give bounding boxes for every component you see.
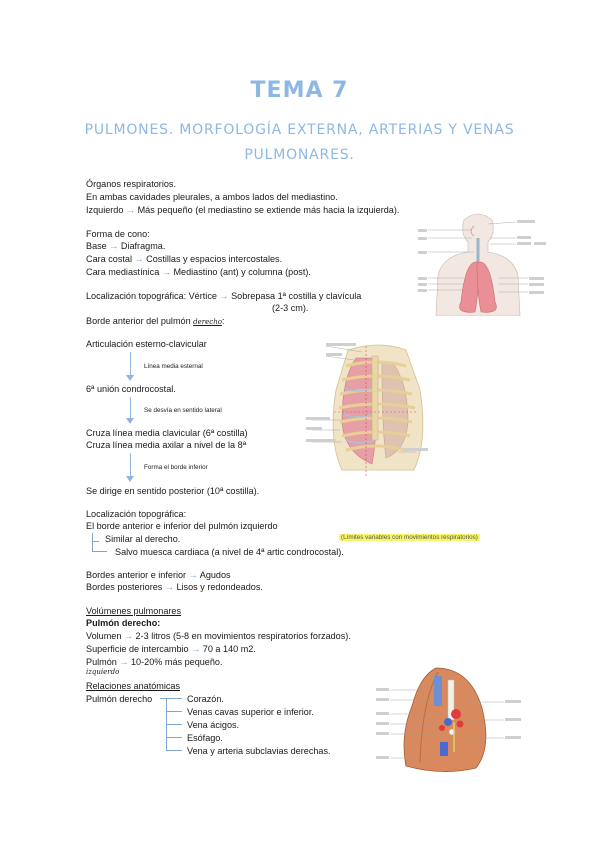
tree-connector [160,698,166,699]
flow-step-3a: Cruza línea media clavicular (6ª costill… [86,428,248,438]
borde-anterior-derecho: Borde anterior del pulmón derecho: [86,315,224,329]
volumen-line: Volumen → 2-3 litros (5-8 en movimientos… [86,630,351,643]
localizacion2-salvo: Salvo muesca cardiaca (a nivel de 4ª art… [115,547,344,557]
arrow-right-icon: → [219,291,229,301]
flow-step-4: Se dirige en sentido posterior (10ª cost… [86,486,260,496]
subtitle-line-1: PULMONES. MORFOLOGÍA EXTERNA, ARTERIAS Y… [84,122,515,138]
flow-note-2: Se desvía en sentido lateral [144,407,222,414]
handwritten-izquierdo: izquierdo [86,668,120,676]
flow-step-1: Articulación esterno-clavicular [86,339,207,349]
tree-connector [92,533,107,552]
highlight-note: (Límites variables con movimientos respi… [339,534,480,541]
localizacion-vertice-label: Localización topográfica: Vértice [86,291,217,301]
arrow-right-icon: → [188,570,198,580]
arrow-right-icon: → [125,205,136,215]
forma-costal-desc: Costillas y espacios intercostales. [146,254,283,264]
tree-connector [166,750,182,751]
tree-connector [166,724,182,725]
right-lung-mediastinal-illustration [376,662,526,776]
localizacion2-similar: Similar al derecho. [105,534,181,544]
flow-step-3b: Cruza línea media axilar a nivel de la 8… [86,440,247,450]
bordes-posteriores-desc: Lisos y redondeados. [176,582,263,592]
down-arrow-icon [126,476,134,482]
organos-izquierdo: Izquierdo [86,205,124,215]
bordes-anterior: Bordes anterior e inferior → Agudos [86,569,231,582]
volumen-label: Volumen [86,631,122,641]
flow-step-2: 6ª unión condrocostal. [86,384,176,394]
localizacion-vertice-desc: Sobrepasa 1ª costilla y clavícula [231,291,362,301]
bordes-anterior-desc: Agudos [199,570,231,580]
handwritten-derecho: derecho [193,318,222,326]
page-title: TEMA 7 [250,78,349,103]
localizacion2-heading: Localización topográfica: [86,509,187,519]
subtitle-line-2: PULMONARES. [244,147,355,163]
bordes-anterior-label: Bordes anterior e inferior [86,570,187,580]
flow-arrow-line-1 [130,352,132,376]
down-arrow-icon [126,418,134,424]
respiratory-system-illustration [418,212,548,316]
arrow-right-icon: → [164,582,174,592]
forma-heading: Forma de cono: [86,229,150,239]
tree-connector [166,698,182,699]
borde-colon: : [221,316,225,326]
localizacion-vertice-cm: (2-3 cm). [272,303,309,313]
relaciones-heading: Relaciones anatómicas [86,681,181,691]
tree-connector [166,711,182,712]
arrow-right-icon: → [191,644,201,654]
flow-arrow-line-2 [130,397,132,419]
localizacion-vertice: Localización topográfica: Vértice → Sobr… [86,290,361,303]
thoracic-cage-illustration [306,336,446,486]
relacion-item: Vena y arteria subclavias derechas. [187,746,331,756]
forma-costal: Cara costal → Costillas y espacios inter… [86,253,282,266]
volumen-desc: 2-3 litros (5-8 en movimientos respirato… [135,631,351,641]
bordes-posteriores: Bordes posteriores → Lisos y redondeados… [86,581,263,594]
down-arrow-icon [126,375,134,381]
organos-line-2: En ambas cavidades pleurales, a ambos la… [86,192,338,202]
pulmon-desc: 10-20% más pequeño. [131,657,223,667]
forma-costal-label: Cara costal [86,254,132,264]
forma-base-desc: Diafragma. [120,241,166,251]
borde-anterior-label: Borde anterior del pulmón [86,316,191,326]
localizacion2-line: El borde anterior e inferior del pulmón … [86,521,278,531]
tree-connector [92,533,99,542]
volumenes-subheading: Pulmón derecho: [86,618,161,628]
arrow-right-icon: → [123,631,134,641]
flow-note-3: Forma el borde inferior [144,464,208,471]
relacion-item: Esófago. [187,733,223,743]
flow-note-1: Línea media esternal [144,363,203,370]
volumenes-heading: Volúmenes pulmonares [86,606,182,616]
organos-line-1: Órganos respiratorios. [86,179,176,189]
organos-izquierdo-desc: Más pequeño (el mediastino se extiende m… [137,205,400,215]
forma-base-label: Base [86,241,107,251]
relacion-item: Corazón. [187,694,224,704]
arrow-right-icon: → [161,267,171,277]
forma-medias-desc: Mediastino (ant) y columna (post). [173,267,311,277]
superficie-line: Superficie de intercambio → 70 a 140 m2. [86,643,256,656]
forma-medias-label: Cara mediastínica [86,267,160,277]
pulmon-izq-line: Pulmón → 10-20% más pequeño. [86,656,223,669]
relacion-item: Vena ácigos. [187,720,240,730]
tree-connector [166,737,182,738]
arrow-right-icon: → [134,254,144,264]
organos-line-3: Izquierdo → Más pequeño (el mediastino s… [86,204,399,217]
pulmon-label: Pulmón [86,657,117,667]
page-subtitle: PULMONES. MORFOLOGÍA EXTERNA, ARTERIAS Y… [0,118,599,168]
arrow-right-icon: → [109,241,119,251]
forma-base: Base → Diafragma. [86,240,165,253]
arrow-right-icon: → [119,657,129,667]
relacion-item: Venas cavas superior e inferior. [187,707,314,717]
flow-arrow-line-3 [130,453,132,477]
superficie-desc: 70 a 140 m2. [202,644,256,654]
relaciones-root: Pulmón derecho [86,694,153,704]
bordes-posteriores-label: Bordes posteriores [86,582,163,592]
forma-mediastinica: Cara mediastínica → Mediastino (ant) y c… [86,266,311,279]
superficie-label: Superficie de intercambio [86,644,189,654]
